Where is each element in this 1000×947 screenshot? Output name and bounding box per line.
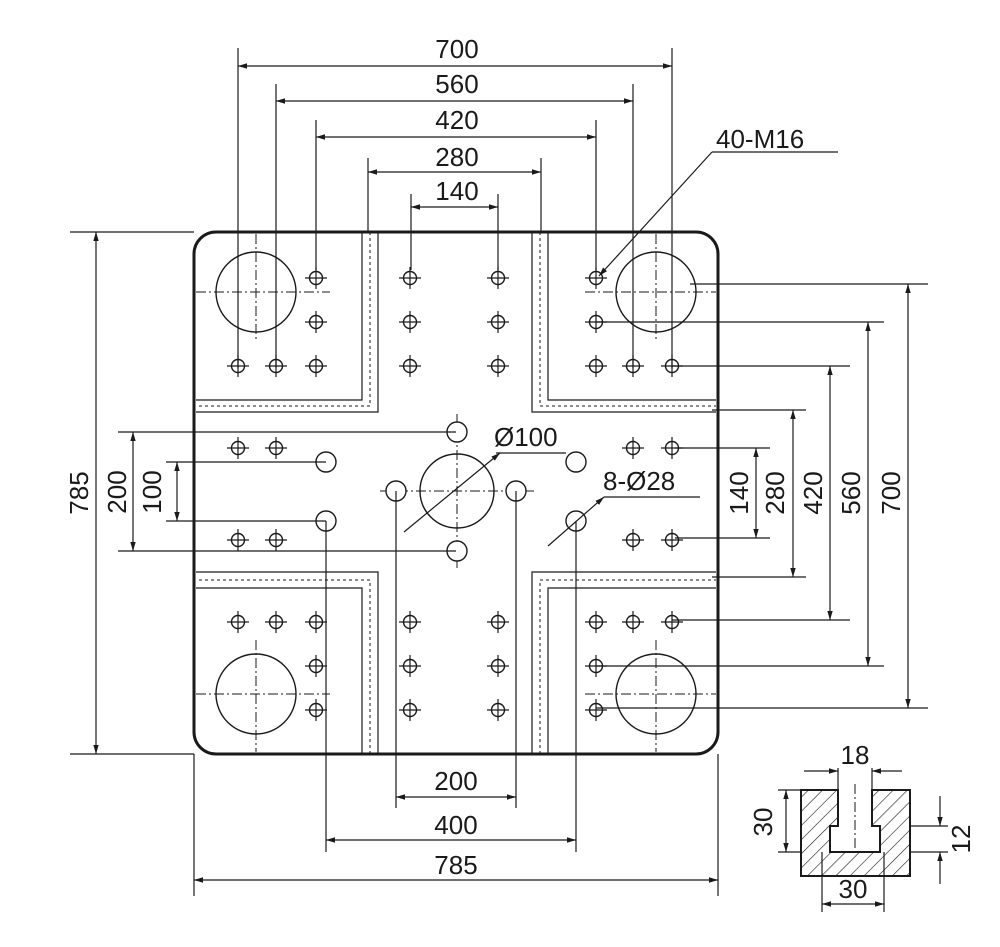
threaded-hole (399, 267, 421, 289)
dimension-right-280: 280 (760, 410, 796, 577)
svg-text:200: 200 (102, 470, 132, 513)
dimension-top-280: 280 (368, 142, 541, 175)
svg-text:200: 200 (434, 766, 477, 796)
threaded-hole (305, 611, 327, 633)
threaded-hole (399, 655, 421, 677)
svg-text:785: 785 (64, 471, 94, 514)
dimension-top-700: 700 (238, 34, 672, 69)
threaded-hole (399, 311, 421, 333)
dimension-right-420: 420 (798, 366, 833, 620)
threaded-hole (487, 699, 509, 721)
threaded-hole (622, 611, 644, 633)
svg-text:100: 100 (137, 470, 167, 513)
svg-text:700: 700 (876, 471, 906, 514)
threaded-hole (227, 437, 249, 459)
threaded-hole (399, 611, 421, 633)
threaded-hole (399, 699, 421, 721)
ejector-hole (565, 451, 587, 473)
svg-text:560: 560 (435, 69, 478, 99)
svg-text:420: 420 (798, 471, 828, 514)
svg-text:280: 280 (760, 471, 790, 514)
dimension-top-140: 140 (411, 176, 498, 210)
dimension-top-560: 560 (276, 69, 633, 104)
dimension-left-785: 785 (64, 232, 99, 754)
dimension-bottom-200: 200 (396, 766, 516, 800)
svg-text:40-M16: 40-M16 (716, 124, 804, 154)
threaded-holes (227, 267, 683, 721)
threaded-hole (305, 699, 327, 721)
threaded-hole (661, 611, 683, 633)
dimension-top-420: 420 (316, 105, 596, 140)
dimension-right-700: 700 (876, 284, 911, 708)
t-slot-section: 18 30 12 30 (748, 740, 976, 912)
threaded-hole (305, 355, 327, 377)
dimension-left-200: 200 (102, 432, 136, 551)
dimension-bottom-785: 785 (194, 850, 718, 883)
threaded-hole (487, 355, 509, 377)
svg-text:560: 560 (836, 471, 866, 514)
callout-center-bore: Ø100 (403, 422, 566, 533)
threaded-hole (661, 529, 683, 551)
threaded-hole (487, 655, 509, 677)
dimension-bottom-400: 400 (326, 810, 576, 843)
extension-lines (70, 48, 928, 896)
svg-text:30: 30 (748, 808, 778, 837)
svg-text:400: 400 (434, 810, 477, 840)
dimension-left-100: 100 (137, 462, 180, 521)
threaded-hole (265, 437, 287, 459)
threaded-hole (622, 437, 644, 459)
threaded-hole (265, 529, 287, 551)
threaded-hole (305, 655, 327, 677)
svg-text:8-Ø28: 8-Ø28 (603, 466, 675, 496)
threaded-hole (585, 699, 607, 721)
svg-text:785: 785 (434, 850, 477, 880)
callout-thread-holes: 40-M16 (598, 124, 838, 277)
svg-text:30: 30 (839, 874, 868, 904)
svg-text:18: 18 (841, 740, 870, 770)
svg-text:280: 280 (435, 142, 478, 172)
svg-text:420: 420 (435, 105, 478, 135)
threaded-hole (305, 311, 327, 333)
threaded-hole (487, 267, 509, 289)
threaded-hole (227, 611, 249, 633)
t-slot-channels (196, 232, 716, 754)
dimension-right-140: 140 (724, 448, 759, 538)
svg-text:12: 12 (946, 825, 976, 854)
threaded-hole (585, 355, 607, 377)
platen-outline (192, 230, 720, 756)
svg-text:140: 140 (724, 471, 754, 514)
threaded-hole (622, 529, 644, 551)
threaded-hole (227, 529, 249, 551)
threaded-hole (487, 611, 509, 633)
threaded-hole (305, 267, 327, 289)
threaded-hole (487, 311, 509, 333)
svg-text:Ø100: Ø100 (494, 422, 558, 452)
threaded-hole (585, 611, 607, 633)
threaded-hole (265, 611, 287, 633)
dimension-right-560: 560 (836, 322, 871, 666)
svg-text:700: 700 (435, 34, 478, 64)
callout-ejector-holes: 8-Ø28 (547, 466, 700, 547)
threaded-hole (399, 355, 421, 377)
svg-text:140: 140 (435, 176, 478, 206)
